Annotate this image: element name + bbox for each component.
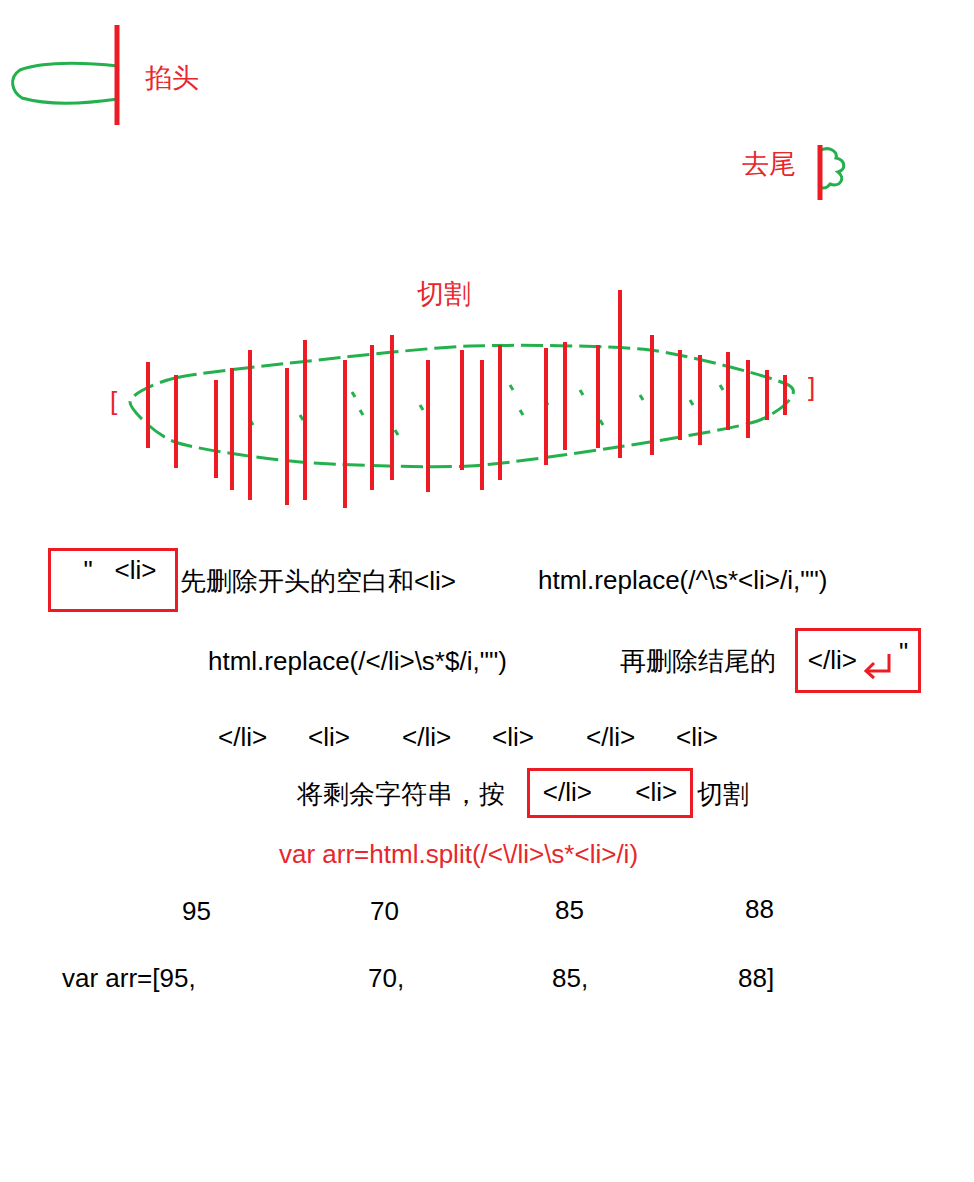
code-fragment: " <li> xyxy=(84,555,157,586)
cucumber-head xyxy=(13,25,118,125)
cut-line xyxy=(146,362,150,448)
return-symbol xyxy=(861,651,895,681)
code-fragment: " xyxy=(899,637,908,668)
cut-line xyxy=(303,340,307,500)
cut-line xyxy=(285,368,289,505)
annotation-text: 掐头 xyxy=(145,62,199,94)
annotation-text: <li> xyxy=(676,722,718,753)
cut-line xyxy=(370,345,374,490)
annotation-text: 88] xyxy=(738,963,774,994)
cut-line xyxy=(460,350,464,470)
cut-line xyxy=(596,345,600,448)
cut-line xyxy=(498,345,502,480)
green-speck xyxy=(600,420,603,425)
cut-line xyxy=(563,342,567,450)
annotation-text: html.replace(/</li>\s*$/i,"") xyxy=(208,646,507,677)
cut-line xyxy=(230,368,234,490)
green-speck xyxy=(640,395,643,400)
cut-line xyxy=(174,375,178,468)
cut-line xyxy=(650,335,654,455)
cut-line xyxy=(480,360,484,490)
highlight-box: </li> " xyxy=(795,628,921,693)
annotation-text: var arr=html.split(/<\/li>\s*<li>/i) xyxy=(279,839,638,870)
cut-line xyxy=(698,355,702,445)
cut-line xyxy=(544,348,548,465)
cut-line xyxy=(726,352,730,430)
return-head xyxy=(866,663,874,678)
annotation-text: 将剩余字符串，按 xyxy=(297,779,505,810)
annotation-text: 85, xyxy=(552,963,588,994)
annotation-text: var arr=[95, xyxy=(62,963,196,994)
green-outline xyxy=(13,63,118,103)
annotation-text: 先删除开头的空白和<li> xyxy=(180,566,456,597)
green-speck xyxy=(510,385,513,390)
annotation-text: 88 xyxy=(745,894,774,925)
annotation-text: 85 xyxy=(555,895,584,926)
annotation-text: <li> xyxy=(492,722,534,753)
annotation-text: <li> xyxy=(308,722,350,753)
annotation-text: 70 xyxy=(370,896,399,927)
annotation-text: 95 xyxy=(182,896,211,927)
annotation-text: </li> xyxy=(586,722,635,753)
annotation-text: 70, xyxy=(368,963,404,994)
green-speck xyxy=(690,400,693,405)
cut-line xyxy=(783,375,787,415)
annotation-text: 切割 xyxy=(417,278,471,310)
green-speck xyxy=(300,415,303,420)
annotation-text: </li> xyxy=(402,722,451,753)
cucumber-body xyxy=(130,290,793,508)
green-speck xyxy=(520,410,523,415)
highlight-box: " <li> xyxy=(48,548,178,612)
cut-line xyxy=(746,360,750,438)
annotation-text: [ xyxy=(110,386,117,417)
cut-line xyxy=(390,335,394,480)
green-speck xyxy=(580,390,583,395)
cut-line xyxy=(343,360,347,508)
cucumber-tail xyxy=(820,145,844,200)
cut-line xyxy=(214,380,218,478)
green-speck xyxy=(420,405,423,410)
cut-line xyxy=(818,145,823,200)
green-speck xyxy=(720,385,723,390)
annotation-text: 切割 xyxy=(697,779,749,810)
cut-line xyxy=(426,360,430,492)
cut-line xyxy=(678,350,682,440)
annotation-text: html.replace(/^\s*<li>/i,"") xyxy=(538,565,827,596)
annotation-text: ] xyxy=(808,372,815,403)
cut-line xyxy=(115,25,120,125)
annotation-text: </li> xyxy=(218,722,267,753)
cut-line xyxy=(618,290,622,458)
cut-line xyxy=(765,370,769,420)
code-fragment: </li> <li> xyxy=(543,777,677,808)
green-speck xyxy=(360,410,363,415)
cut-line xyxy=(248,350,252,500)
green-speck xyxy=(395,430,398,435)
code-fragment: </li> xyxy=(808,645,857,676)
annotation-text: 再删除结尾的 xyxy=(620,646,776,677)
highlight-box: </li> <li> xyxy=(527,768,693,818)
green-speck xyxy=(352,392,355,397)
annotation-text: 去尾 xyxy=(742,148,796,180)
green-outline xyxy=(820,149,844,188)
